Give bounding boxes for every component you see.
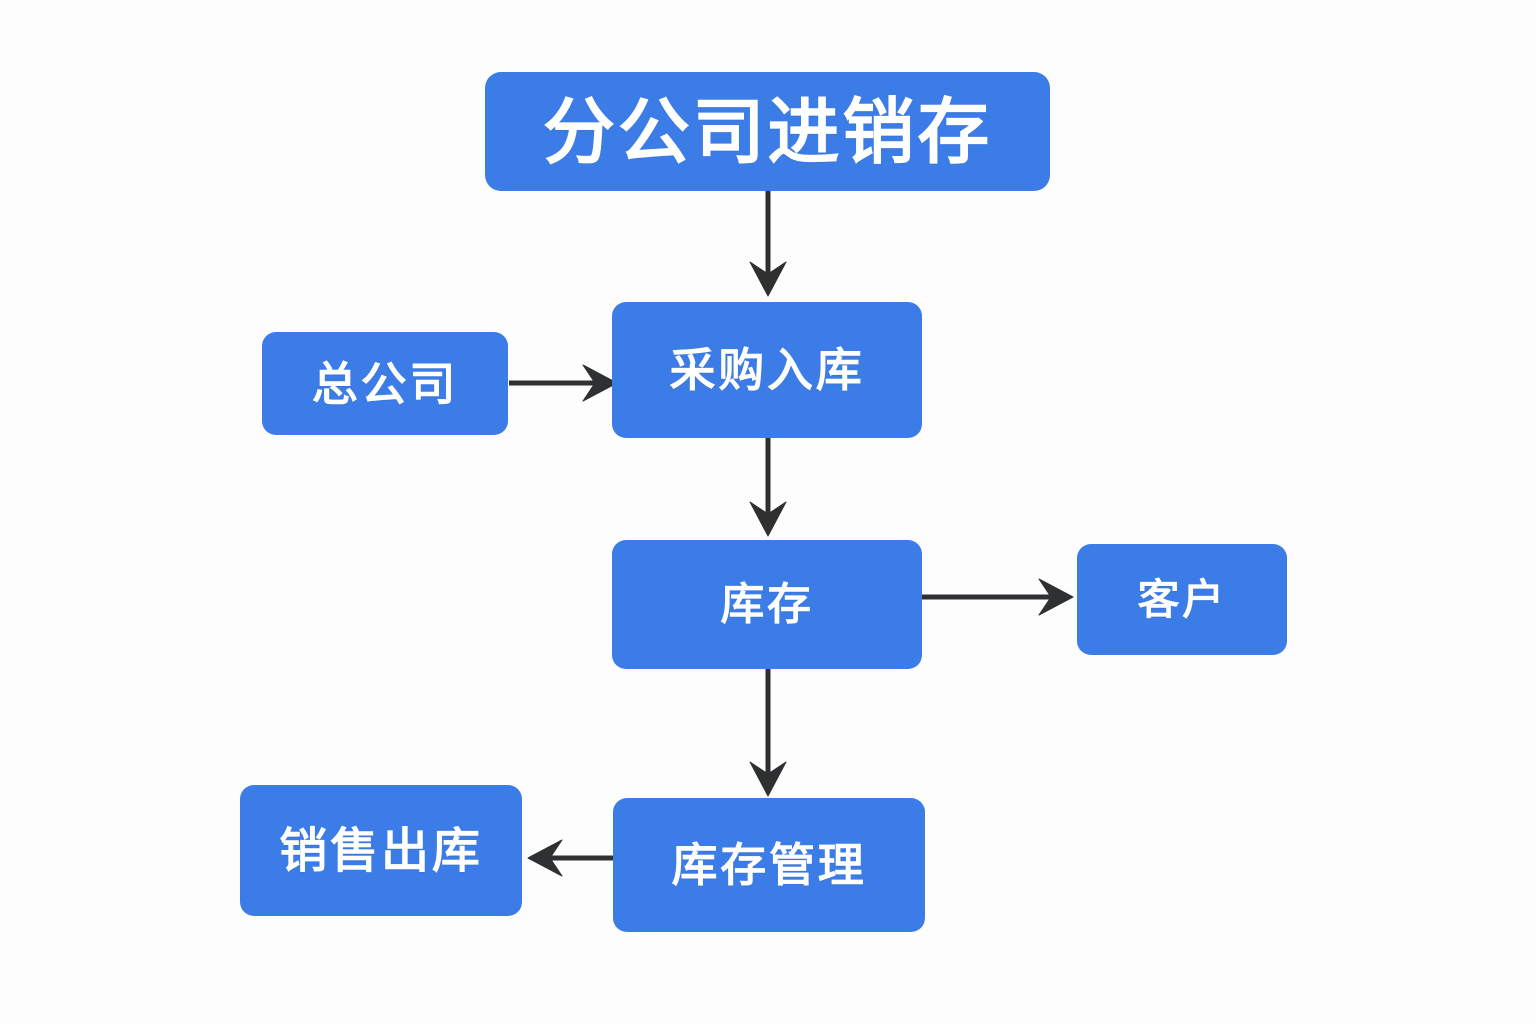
- node-branch-inventory-system[interactable]: 分公司进销存: [485, 72, 1050, 191]
- edge-inventory-to-customer: [922, 578, 1074, 616]
- node-inventory[interactable]: 库存: [612, 540, 922, 669]
- node-purchase-inbound[interactable]: 采购入库: [612, 302, 922, 438]
- edge-inv-mgmt-to-sales-out: [527, 839, 613, 877]
- node-label: 库存: [720, 578, 814, 630]
- node-label: 采购入库: [669, 343, 865, 397]
- node-label: 分公司进销存: [542, 89, 993, 174]
- node-label: 库存管理: [671, 838, 867, 892]
- node-customer[interactable]: 客户: [1077, 544, 1287, 655]
- node-inventory-management[interactable]: 库存管理: [613, 798, 925, 932]
- edge-title-to-purchase: [749, 191, 787, 297]
- edge-headquarters-to-purchase: [509, 364, 618, 402]
- edge-inventory-to-inv-mgmt: [749, 669, 787, 797]
- edge-purchase-to-inventory: [749, 438, 787, 537]
- node-sales-outbound[interactable]: 销售出库: [240, 785, 522, 916]
- node-label: 销售出库: [279, 822, 483, 879]
- node-label: 总公司: [311, 356, 459, 411]
- node-headquarters[interactable]: 总公司: [262, 332, 508, 435]
- node-label: 客户: [1137, 574, 1227, 624]
